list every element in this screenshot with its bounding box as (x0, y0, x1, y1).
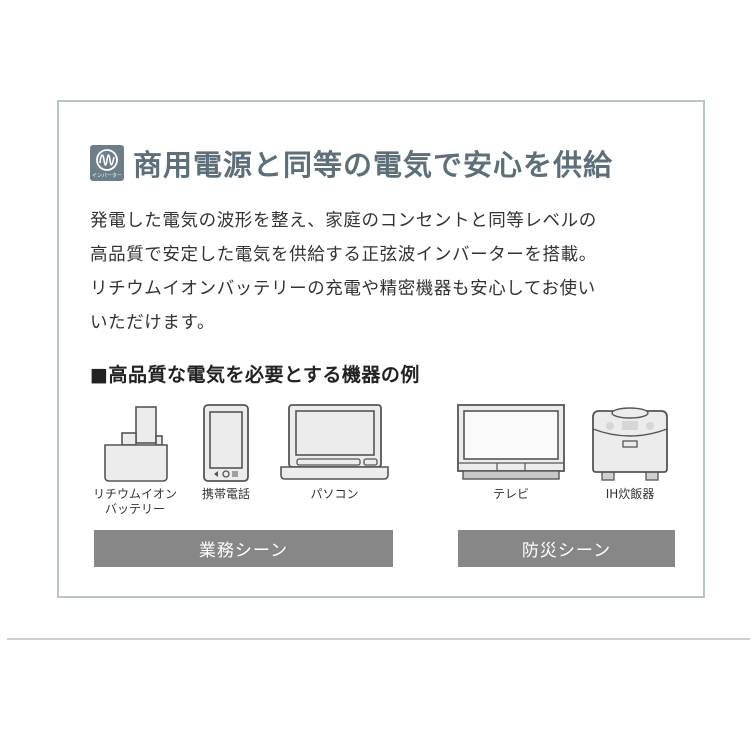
device-label: リチウムイオン (92, 487, 177, 501)
television-icon (457, 404, 565, 480)
device-label: パソコン (310, 487, 359, 501)
inverter-icon-label: インバーター (91, 173, 122, 179)
device-label: テレビ (492, 487, 529, 501)
device-tv: テレビ (455, 403, 567, 502)
description-line: 発電した電気の波形を整え、家庭のコンセントと同等レベルの (90, 211, 597, 231)
divider (7, 638, 750, 640)
description-line: いただけます。 (90, 313, 215, 333)
device-label: IH炊飯器 (605, 487, 655, 501)
content-frame (57, 100, 705, 598)
description-line: 高品質で安定した電気を供給する正弦波インバーターを搭載。 (90, 245, 597, 265)
laptop-icon (280, 404, 389, 480)
device-label: バッテリー (104, 502, 165, 516)
device-battery: リチウムイオン バッテリー (85, 403, 185, 517)
device-laptop: パソコン (277, 403, 392, 502)
description-text: 発電した電気の波形を整え、家庭のコンセントと同等レベルの 高品質で安定した電気を… (90, 204, 690, 340)
device-rice-cooker: IH炊飯器 (585, 403, 675, 502)
device-phone: 携帯電話 (196, 403, 256, 502)
business-scene-button[interactable]: 業務シーン (94, 530, 393, 567)
inverter-sine-wave-icon: インバーター (90, 145, 124, 181)
smartphone-icon (203, 404, 249, 482)
page-title: 商用電源と同等の電気で安心を供給 (133, 148, 614, 182)
disaster-scene-button[interactable]: 防災シーン (458, 530, 675, 567)
device-label: 携帯電話 (201, 487, 250, 501)
examples-heading: ■高品質な電気を必要とする機器の例 (90, 364, 420, 386)
section-header: インバーター 商用電源と同等の電気で安心を供給 (90, 142, 613, 184)
battery-charger-icon (104, 406, 168, 482)
rice-cooker-icon (592, 407, 668, 481)
description-line: リチウムイオンバッテリーの充電や精密機器も安心してお使い (90, 279, 596, 299)
